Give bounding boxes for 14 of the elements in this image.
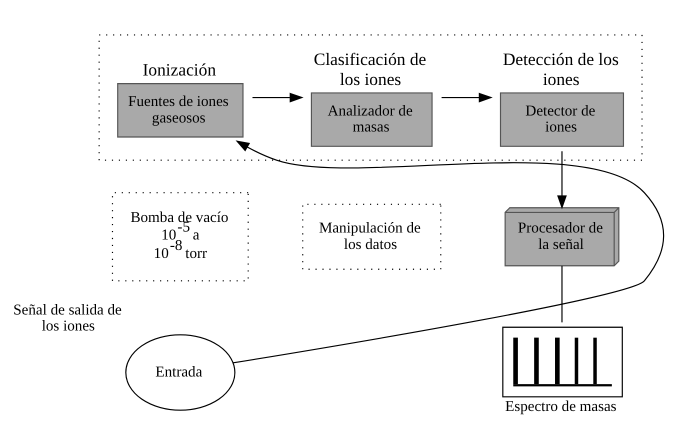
- node-label: Detección de los iones: [502, 49, 619, 89]
- node-label: Clasificación de los iones: [314, 49, 426, 89]
- arrow: [557, 151, 567, 210]
- node-label: Señal de salida de los iones: [13, 302, 122, 335]
- arrow: [233, 140, 664, 364]
- arrow: [252, 92, 304, 102]
- node-box: [502, 326, 623, 398]
- node-label: Espectro de masas: [505, 399, 617, 416]
- connector: [561, 266, 563, 322]
- node-ellipse: Entrada: [125, 334, 236, 411]
- cluster: [98, 34, 643, 161]
- node-box: Manipulación de los datos: [302, 204, 442, 270]
- node-label: Ionización: [142, 60, 216, 80]
- arrow: [442, 92, 493, 102]
